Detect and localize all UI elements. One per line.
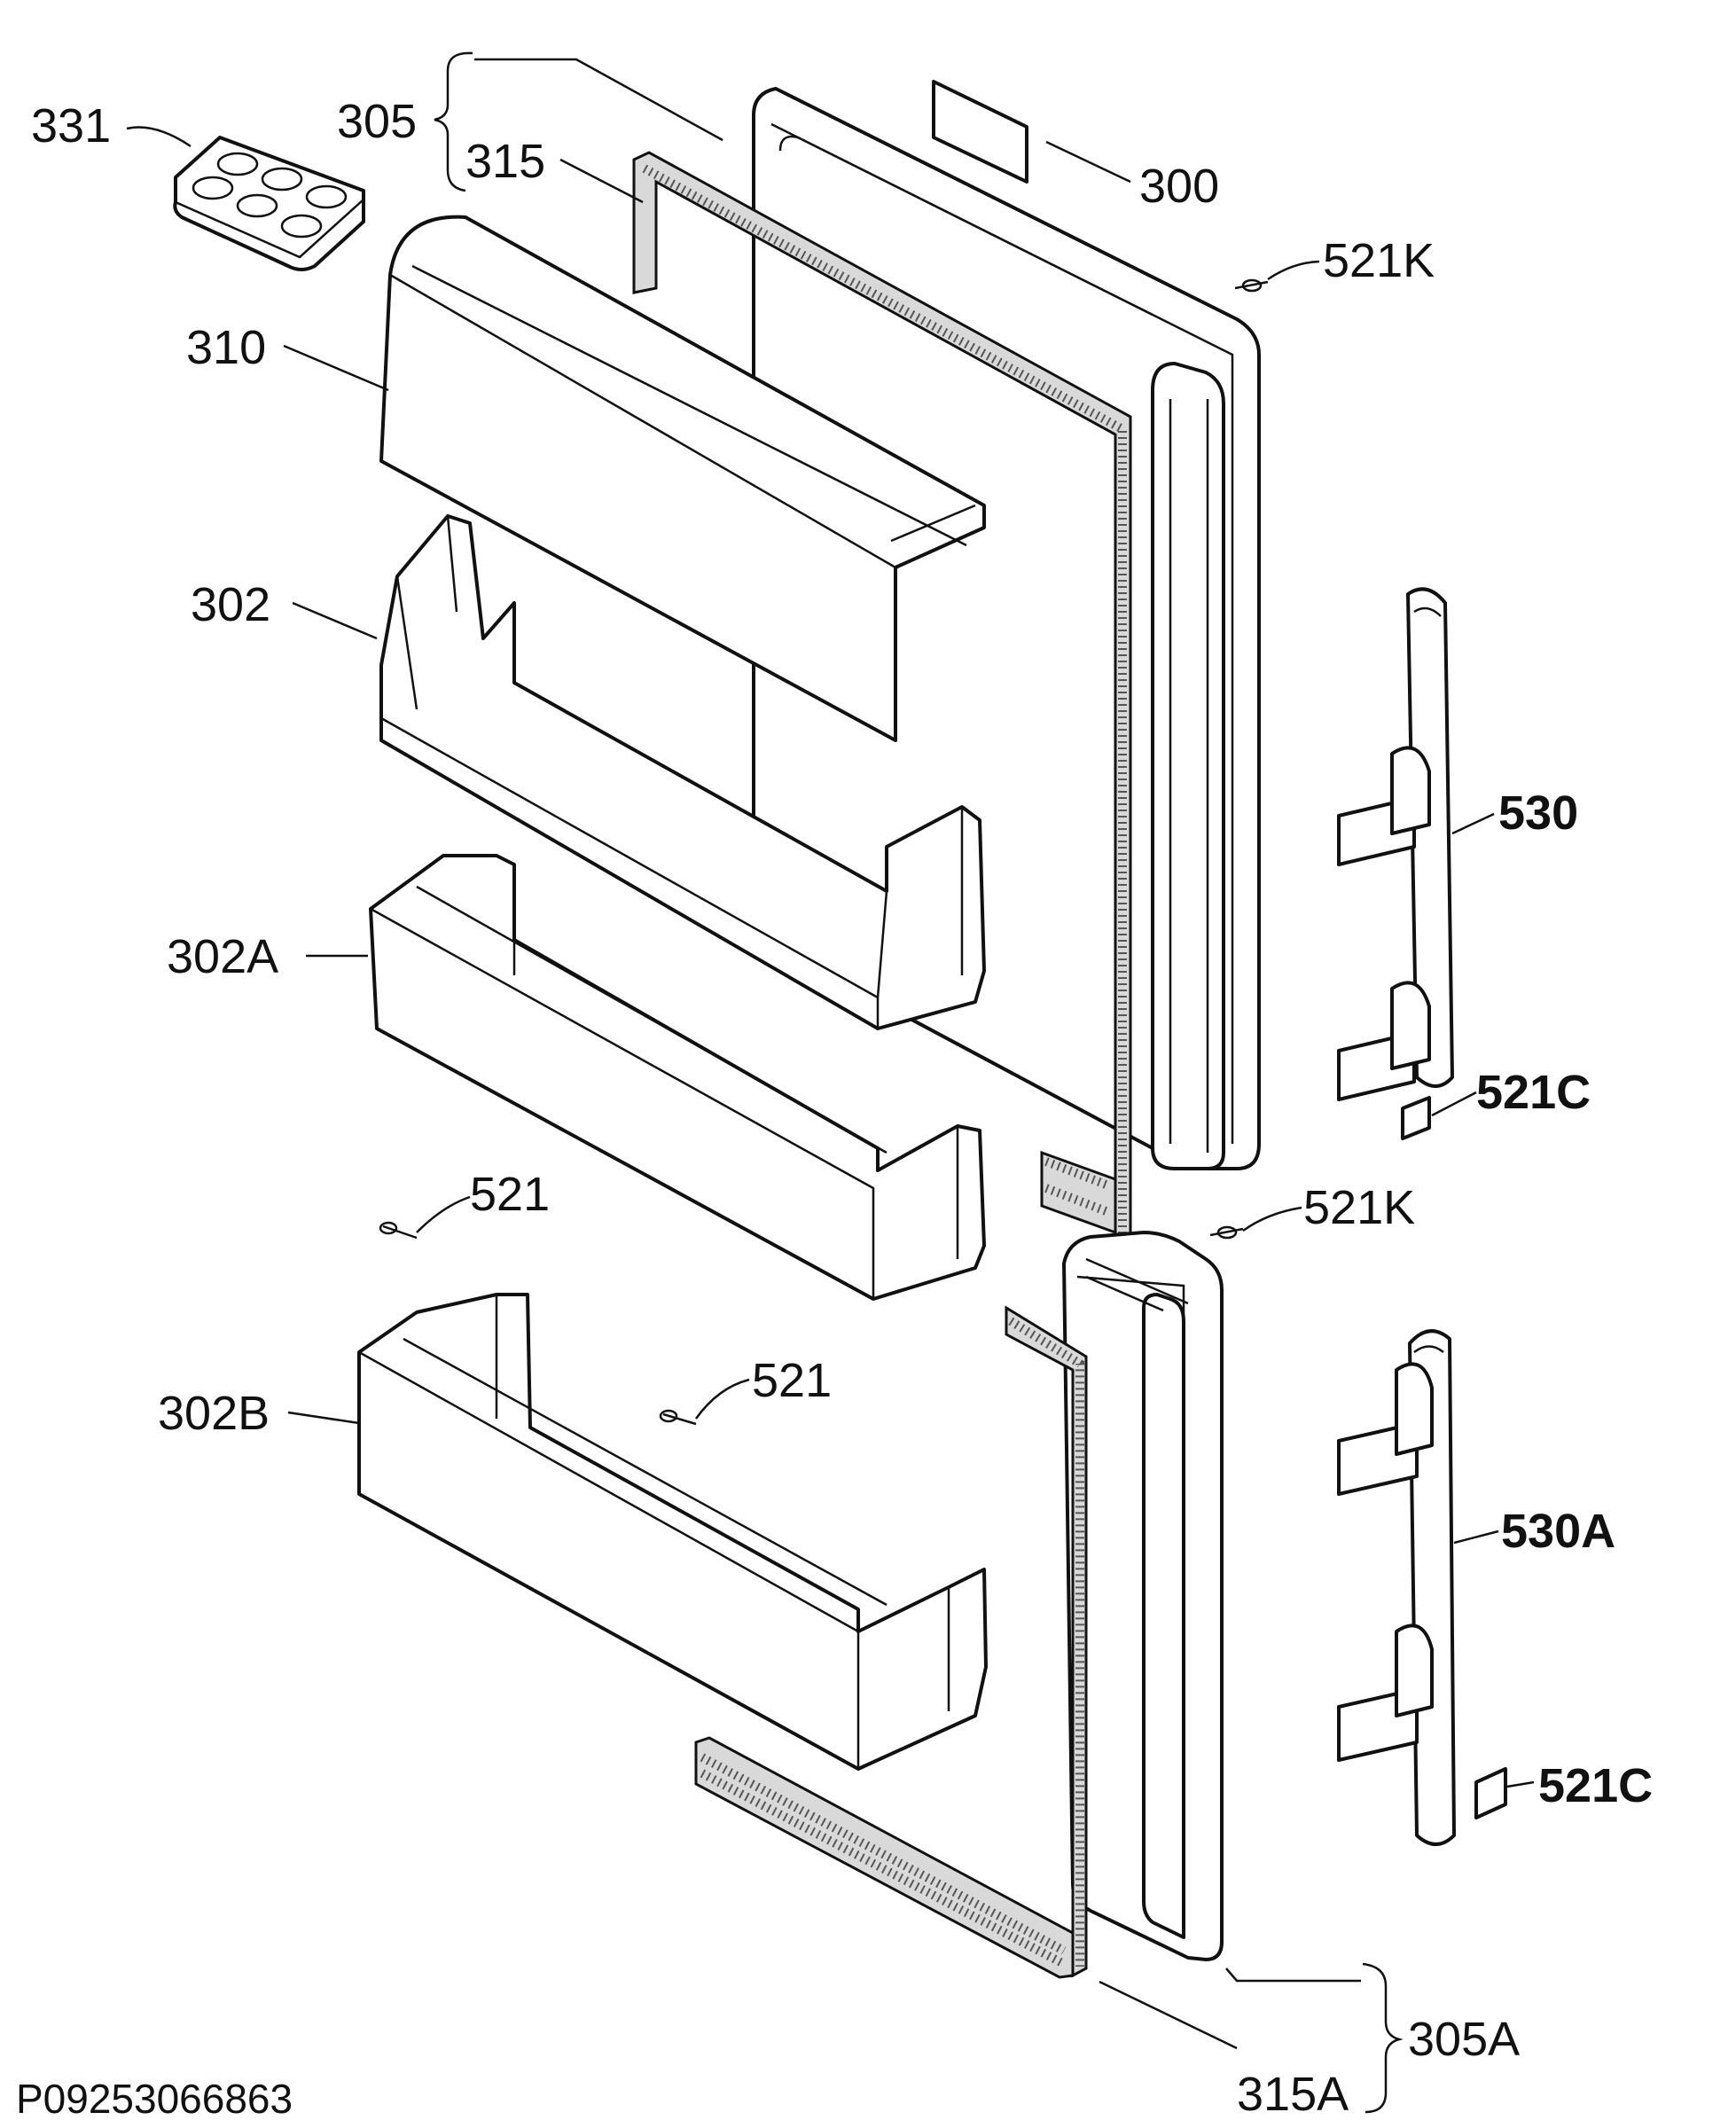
door-shelf-302b [357, 1293, 988, 1771]
drawing-code: P09253066863 [16, 2076, 293, 2122]
label-530: 530 [1498, 786, 1578, 840]
screw-521-mid [659, 1409, 697, 1426]
label-521k-mid: 521K [1303, 1181, 1415, 1234]
cover-521c-bottom [1474, 1767, 1507, 1819]
pin-521k-mid [1209, 1225, 1244, 1240]
lower-door-panel [1062, 1231, 1224, 1961]
label-521k-top: 521K [1323, 234, 1435, 287]
flap-310 [379, 215, 986, 742]
label-310: 310 [186, 321, 266, 374]
label-521-mid: 521 [752, 1354, 832, 1407]
leader-lines [126, 51, 1535, 2114]
label-302: 302 [191, 578, 270, 631]
pin-521k-top [1234, 278, 1269, 293]
upper-gasket-315 [632, 151, 1132, 1251]
egg-tray-331 [173, 136, 365, 271]
label-530a: 530A [1501, 1505, 1615, 1558]
screw-521-left [379, 1221, 418, 1240]
label-521c-top: 521C [1476, 1066, 1591, 1119]
label-plate-300 [932, 80, 1028, 184]
label-305a: 305A [1408, 2013, 1520, 2066]
label-315a: 315A [1237, 2068, 1349, 2121]
label-305: 305 [337, 95, 417, 148]
label-302b: 302B [158, 1387, 270, 1440]
handle-530a [1337, 1329, 1456, 1846]
handle-530 [1337, 587, 1454, 1101]
label-521c-bottom: 521C [1538, 1759, 1653, 1812]
lower-gasket-315a [694, 1305, 1088, 1979]
door-shelf-302a [369, 854, 986, 1301]
door-shelf-302 [379, 514, 986, 1030]
label-521-left: 521 [470, 1168, 550, 1221]
label-300: 300 [1139, 160, 1219, 213]
label-331: 331 [31, 99, 111, 153]
label-315: 315 [465, 135, 545, 188]
cover-521c-top [1401, 1096, 1431, 1140]
label-302a: 302A [167, 930, 278, 983]
